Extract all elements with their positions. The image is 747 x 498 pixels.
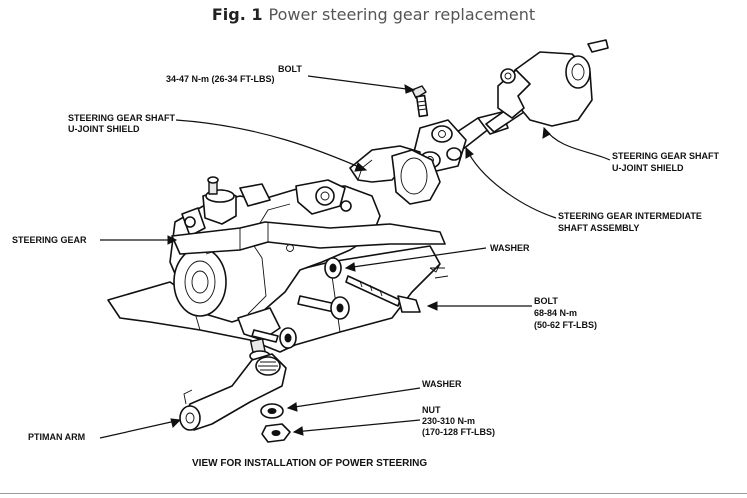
label-washer-lower: WASHER [422, 379, 462, 389]
label-shield-left: STEERING GEAR SHAFT U-JOINT SHIELD [68, 113, 178, 134]
lower-fasteners [251, 295, 350, 349]
pitman-arm [179, 353, 287, 431]
bottom-divider [0, 493, 747, 494]
figure-title: Fig. 1 Power steering gear replacement [0, 5, 747, 24]
diagram-caption: VIEW FOR INSTALLATION OF POWER STEERING [192, 458, 427, 469]
bolt-right [345, 275, 421, 313]
u-joint-shield-left [349, 145, 441, 205]
label-steering-gear: STEERING GEAR [12, 235, 87, 245]
label-bolt-right: BOLT 68-84 N-m (50-62 FT-LBS) [534, 296, 597, 330]
sector-shaft [237, 307, 281, 362]
steering-gear-body [169, 176, 446, 323]
figure-title-text: Power steering gear replacement [268, 5, 536, 24]
label-bolt-top: BOLT 34-47 N-m (26-34 FT-LBS) [166, 64, 304, 84]
label-washer-upper: WASHER [490, 243, 530, 253]
figure-number: Fig. 1 [211, 5, 263, 24]
nut [261, 423, 291, 443]
label-pitman-arm: PTIMAN ARM [28, 432, 85, 442]
u-joint-shield-right [497, 39, 609, 127]
label-shield-right: STEERING GEAR SHAFT U-JOINT SHIELD [612, 151, 722, 173]
bolt-top [411, 85, 429, 118]
leader-lines [99, 75, 611, 439]
label-nut: NUT 230-310 N-m (170-128 FT-LBS) [422, 405, 495, 437]
washer-lower [260, 403, 284, 419]
label-intermediate-shaft: STEERING GEAR INTERMEDIATE SHAFT ASSEMBL… [558, 211, 704, 233]
washer-upper [324, 257, 342, 279]
